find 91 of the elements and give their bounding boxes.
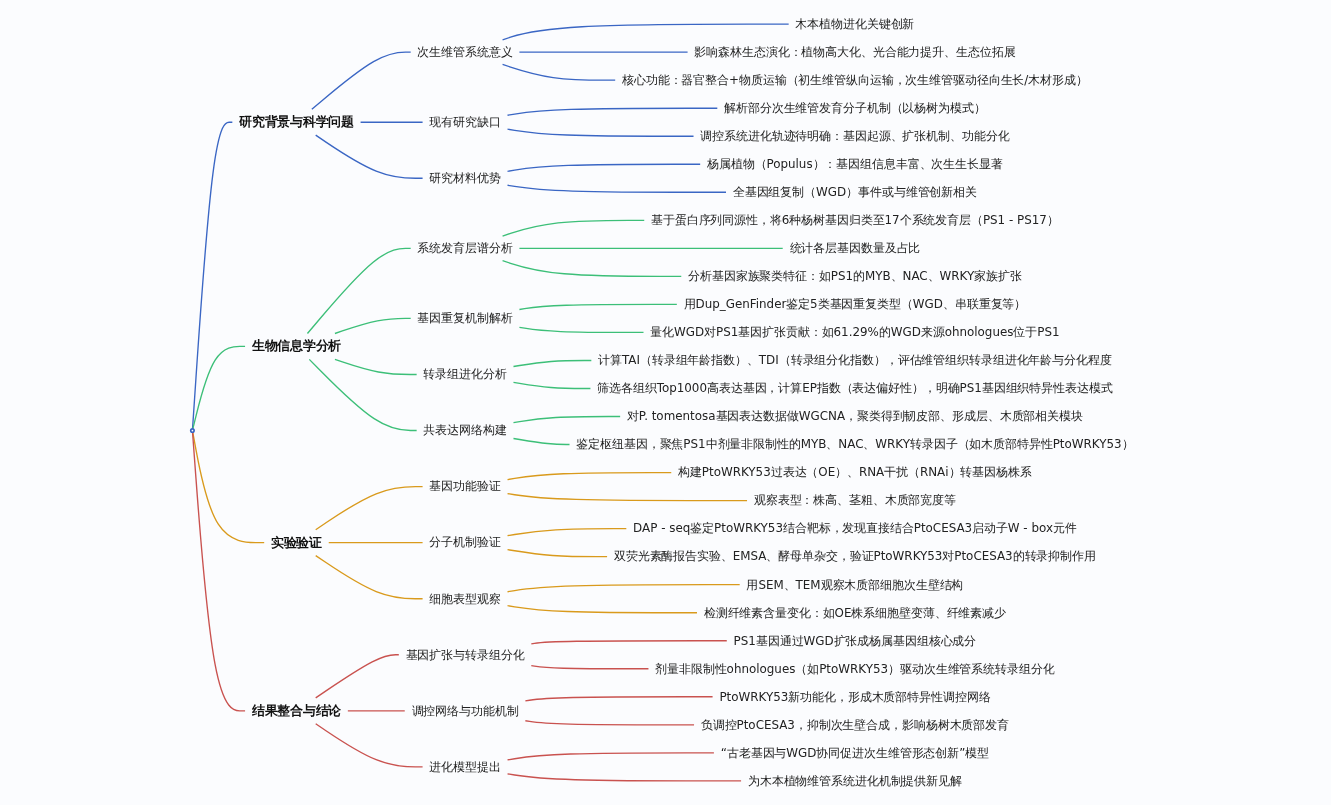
node-text: “古老基因与WGD协同促进次生维管形态创新”模型	[720, 745, 990, 760]
node-text: 用Dup_GenFinder鉴定5类基因重复类型（WGD、串联重复等）	[683, 297, 1027, 311]
node-text: 共表达网络构建	[423, 423, 507, 437]
node-text: 进化模型提出	[429, 759, 501, 774]
connector	[501, 23, 790, 41]
node-text: 双荧光素酶报告实验、EMSA、酵母单杂交，验证PtoWRKY53对PtoCESA3的转录抑制作用	[613, 549, 1096, 564]
connector	[347, 710, 406, 712]
node-text: 分子机制验证	[429, 535, 501, 550]
connector	[191, 431, 246, 712]
node-text: 基因重复机制解析	[417, 311, 513, 325]
connector	[506, 548, 608, 558]
node-text: 杨属植物（Populus）：基因组信息丰富、次生生长显著	[706, 157, 1003, 171]
node-text: 用SEM、TEM观察木质部细胞次生壁结构	[746, 577, 964, 592]
node-text: 量化WGD对PS1基因扩张贡献：如61.29%的WGD来源ohnologues位于PS1	[650, 325, 1060, 339]
connector	[530, 664, 650, 670]
connector	[518, 303, 678, 311]
node-text: 全基因组复制（WGD）事件或与维管创新相关	[732, 185, 977, 199]
connector	[506, 584, 741, 593]
node-text: 调控网络与功能机制	[411, 703, 519, 718]
connector	[506, 163, 701, 172]
node-text: DAP - seq鉴定PtoWRKY53结合靶标，发现直接结合PtoCESA3启动子W - box元件	[633, 521, 1077, 535]
connector	[315, 654, 400, 699]
connector	[518, 326, 645, 334]
node-text: 观察表型：株高、茎粗、木质部宽度等	[753, 493, 956, 507]
connector	[315, 554, 424, 600]
node-text: 分析基因家族聚类特征：如PS1的MYB、NAC、WRKY家族扩张	[688, 269, 1022, 283]
node-text: 结果整合与结论	[251, 702, 342, 719]
connector	[315, 723, 424, 768]
connector	[501, 63, 616, 81]
node-text: 筛选各组织Top1000高表达基因，计算EP指数（表达偏好性），明确PS1基因组织特异性表达模式	[597, 381, 1113, 395]
connector	[501, 260, 682, 278]
connector	[506, 184, 727, 193]
connector	[506, 773, 742, 782]
node-text: 剂量非限制性ohnologues（如PtoWRKY53）驱动次生维管系统转录组分化	[655, 661, 1055, 676]
node-text: 现有研究缺口	[429, 114, 501, 129]
connector	[311, 51, 412, 110]
node-text: 统计各层基因数量及占比	[789, 241, 921, 255]
node-text: 影响森林生态演化：植物高大化、光合能力提升、生态位拓展	[694, 44, 1016, 59]
node-text: 计算TAI（转录组年龄指数）、TDI（转录组分化指数），评估维管组织转录组进化年龄与分化程度	[598, 353, 1112, 367]
node-text: 木本植物进化关键创新	[795, 16, 915, 31]
node-circle	[189, 427, 195, 434]
node-text: 基于蛋白序列同源性，将6种杨树基因归类至17个系统发育层（PS1 - PS17）	[651, 213, 1059, 227]
connector	[315, 134, 424, 179]
connector	[518, 247, 784, 249]
node-text: 实验验证	[270, 534, 322, 551]
connector	[501, 219, 645, 237]
connector	[359, 121, 424, 123]
node-text: 基因功能验证	[429, 479, 501, 493]
node-text: 系统发育层谱分析	[417, 241, 513, 255]
node-text: PS1基因通过WGD扩张成杨属基因组核心成分	[733, 633, 977, 648]
connector	[192, 345, 246, 430]
connector	[524, 720, 695, 726]
node-text: 细胞表型观察	[429, 591, 501, 606]
node-text: 为木本植物维管系统进化机制提供新见解	[747, 773, 962, 788]
node-text: 生物信息学分析	[251, 338, 342, 354]
connector	[506, 752, 715, 761]
connector	[530, 640, 728, 645]
node-text: 研究材料优势	[429, 171, 501, 185]
connector	[512, 437, 571, 446]
connector	[192, 431, 265, 544]
connector	[518, 51, 689, 53]
connector	[506, 527, 627, 537]
connector	[308, 358, 418, 432]
connector	[334, 317, 412, 335]
node-text: 基因扩张与转录组分化	[405, 647, 525, 662]
connector	[328, 541, 424, 544]
node-text: 次生维管系统意义	[417, 44, 513, 59]
node-text: 解析部分次生维管发育分子机制（以杨树为模式）	[724, 100, 986, 115]
node-text: 检测纤维素含量变化：如OE株系细胞壁变薄、纤维素减少	[703, 605, 1007, 620]
connector	[306, 247, 412, 335]
connector	[506, 128, 695, 137]
node-text: PtoWRKY53新功能化，形成木质部特异性调控网络	[719, 689, 991, 704]
connector	[506, 107, 718, 116]
node-text: 对P. tomentosa基因表达数据做WGCNA，聚类得到韧皮部、形成层、木质部相关模块	[626, 409, 1083, 423]
connector	[506, 471, 672, 481]
connector	[524, 696, 714, 702]
connector	[512, 415, 621, 424]
connector	[315, 485, 424, 531]
node-text: 调控系统进化轨迹待明确：基因起源、扩张机制、功能分化	[700, 129, 1010, 143]
node-text: 构建PtoWRKY53过表达（OE）、RNA干扰（RNAi）转基因杨株系	[678, 465, 1032, 479]
node-text: 转录组进化分析	[423, 367, 507, 381]
connector	[506, 605, 698, 614]
connector	[334, 358, 418, 376]
node-text: 核心功能：器官整合+物质运输（初生维管纵向运输，次生维管驱动径向生长/木材形成）	[621, 72, 1088, 87]
connector	[506, 492, 748, 502]
node-text: 研究背景与科学问题	[239, 114, 354, 130]
node-text: 负调控PtoCESA3，抑制次生壁合成，影响杨树木质部发育	[700, 717, 1009, 732]
connector	[512, 381, 592, 390]
connector	[191, 121, 233, 430]
node-text: 鉴定枢纽基因，聚焦PS1中剂量非限制性的MYB、NAC、WRKY转录因子（如木质部特异性PtoWRKY53）	[576, 437, 1134, 451]
connector	[512, 359, 592, 368]
